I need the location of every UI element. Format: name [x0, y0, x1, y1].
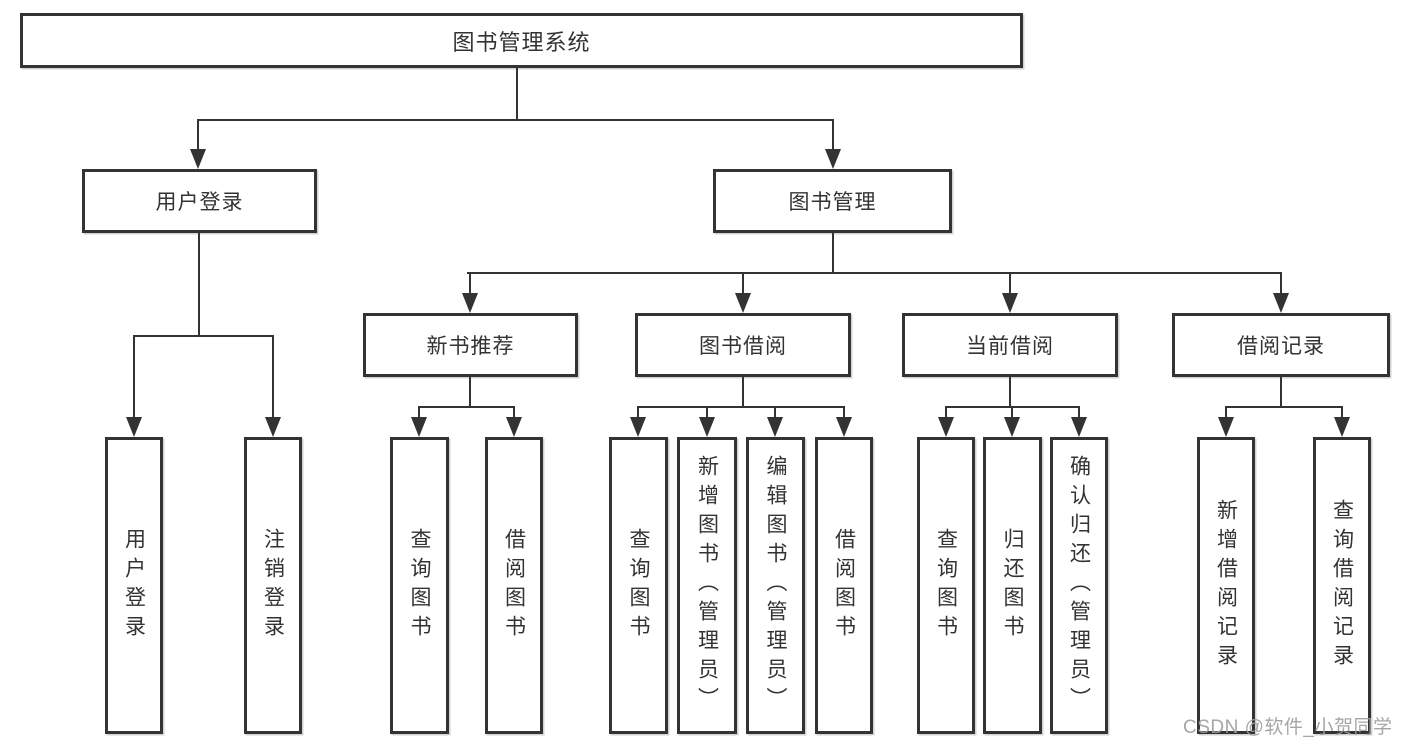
node-new-book-recommendation: 新书推荐: [363, 313, 578, 377]
node-user-login: 用户登录: [82, 169, 317, 233]
leaf-logout: 注销登录: [244, 437, 302, 734]
node-book-management: 图书管理: [713, 169, 952, 233]
connector-drop-confirm-return: [1078, 406, 1080, 419]
leaf-query-books-borrowing: 查询图书: [609, 437, 668, 734]
connector-root-branch: [197, 119, 834, 121]
leaf-confirm-return-admin: 确认归还（管理员）: [1050, 437, 1108, 734]
arrowhead-query-a: [411, 417, 427, 437]
connector-drop-leaf-logout: [272, 335, 274, 419]
leaf-borrow-books-borrowing: 借阅图书: [815, 437, 873, 734]
arrowhead-query-b: [630, 417, 646, 437]
connector-drop-leaf-login: [133, 335, 135, 419]
arrowhead-query-record: [1334, 417, 1350, 437]
leaf-query-books-recommend: 查询图书: [390, 437, 449, 734]
arrowhead-user-login: [190, 149, 206, 169]
node-current-borrowing: 当前借阅: [902, 313, 1118, 377]
node-borrowing-records: 借阅记录: [1172, 313, 1390, 377]
connector-drop-user-login: [197, 119, 199, 153]
connector-drop-add-book: [706, 406, 708, 419]
arrowhead-add-book: [699, 417, 715, 437]
arrowhead-edit-book: [767, 417, 783, 437]
arrowhead-return-book: [1004, 417, 1020, 437]
node-book-borrowing: 图书借阅: [635, 313, 851, 377]
leaf-query-borrow-record: 查询借阅记录: [1313, 437, 1371, 734]
leaf-edit-book-admin: 编辑图书（管理员）: [746, 437, 805, 734]
leaf-user-login: 用户登录: [105, 437, 163, 734]
connector-drop-borrowing: [742, 272, 744, 295]
leaf-borrow-books-recommend: 借阅图书: [485, 437, 543, 734]
connector-drop-query-record: [1341, 406, 1343, 419]
connector-book-mgmt-branch: [467, 272, 1282, 274]
connector-user-login-branch: [133, 335, 274, 337]
connector-borrowing-branch: [637, 406, 845, 408]
connector-drop-query-c: [945, 406, 947, 419]
connector-drop-query-a: [418, 406, 420, 419]
arrowhead-borrow-b: [836, 417, 852, 437]
arrowhead-book-mgmt: [825, 149, 841, 169]
connector-drop-records: [1280, 272, 1282, 295]
connector-drop-query-b: [637, 406, 639, 419]
connector-book-mgmt-stem: [832, 232, 834, 274]
arrowhead-query-c: [938, 417, 954, 437]
arrowhead-borrowing: [735, 293, 751, 313]
csdn-watermark: CSDN @软件_小贺同学: [1183, 717, 1393, 738]
connector-root-stem: [516, 68, 518, 121]
connector-drop-book-mgmt: [832, 119, 834, 153]
connector-drop-return-book: [1011, 406, 1013, 419]
connector-drop-recommend: [469, 272, 471, 295]
arrowhead-current: [1002, 293, 1018, 313]
connector-records-stem: [1280, 377, 1282, 408]
connector-drop-borrow-a: [513, 406, 515, 419]
connector-drop-edit-book: [774, 406, 776, 419]
connector-drop-borrow-b: [843, 406, 845, 419]
arrowhead-recommend: [462, 293, 478, 313]
leaf-query-books-current: 查询图书: [917, 437, 975, 734]
arrowhead-borrow-a: [506, 417, 522, 437]
arrowhead-leaf-login: [126, 417, 142, 437]
arrowhead-confirm-return: [1071, 417, 1087, 437]
connector-borrowing-stem: [742, 377, 744, 408]
connector-current-stem: [1009, 377, 1011, 408]
connector-recommend-stem: [469, 377, 471, 408]
connector-drop-add-record: [1225, 406, 1227, 419]
connector-recommend-branch: [418, 406, 515, 408]
node-library-management-system: 图书管理系统: [20, 13, 1023, 68]
leaf-add-book-admin: 新增图书（管理员）: [677, 437, 737, 734]
connector-drop-current: [1009, 272, 1011, 295]
arrowhead-leaf-logout: [265, 417, 281, 437]
leaf-return-book: 归还图书: [983, 437, 1042, 734]
arrowhead-add-record: [1218, 417, 1234, 437]
arrowhead-records: [1273, 293, 1289, 313]
leaf-add-borrow-record: 新增借阅记录: [1197, 437, 1255, 734]
connector-user-login-stem: [198, 233, 200, 337]
connector-records-branch: [1225, 406, 1343, 408]
